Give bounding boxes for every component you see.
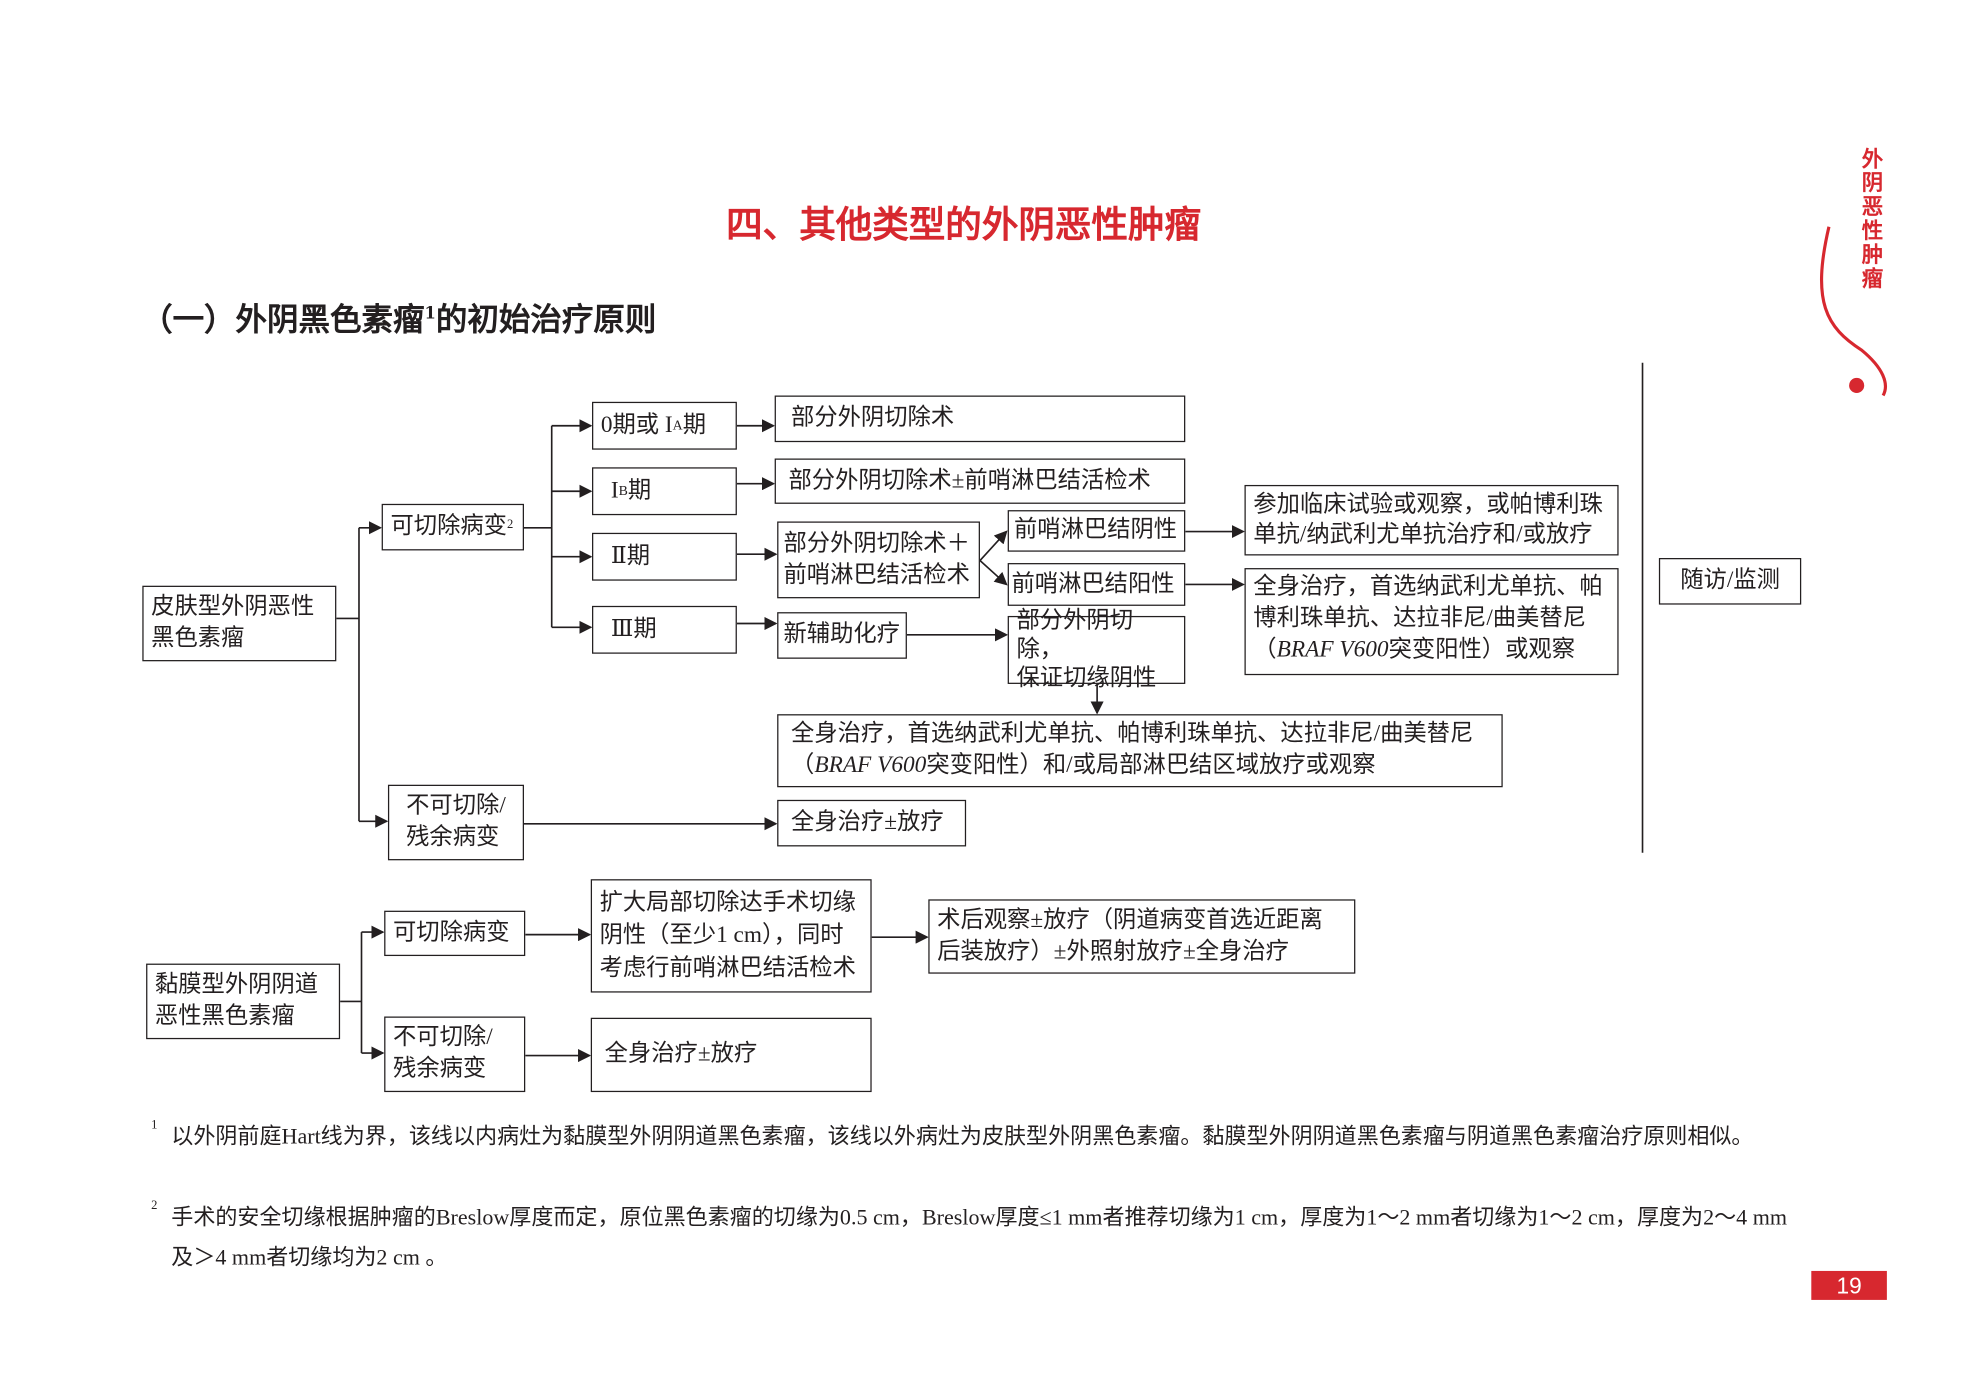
page-number: 19 xyxy=(1811,1270,1887,1300)
wide-local-excision-box: 扩大局部切除达手术切缘 阴性（至少1 cm），同时 考虑行前哨淋巴结活检术 xyxy=(590,879,872,993)
stage-II-box: Ⅱ期 xyxy=(592,532,737,581)
page-title: 四、其他类型的外阴恶性肿瘤 xyxy=(726,202,1202,246)
red-dot-decoration xyxy=(1849,377,1865,393)
sln-positive-box: 前哨淋巴结阳性 xyxy=(1007,563,1186,606)
mucosal-melanoma-box: 黏膜型外阴阴道 恶性黑色素瘤 xyxy=(146,963,341,1040)
side-chapter-tab: 外阴恶性肿瘤 xyxy=(1861,147,1884,293)
followup-box: 随访/监测 xyxy=(1658,558,1802,605)
footnote-ref: 1 xyxy=(424,304,436,324)
tx-unresectable-box: 全身治疗±放疗 xyxy=(777,799,967,847)
neoadjuvant-chemo-box: 新辅助化疗 xyxy=(777,612,907,659)
mucosal-unresectable-box: 不可切除/ 残余病变 xyxy=(384,1016,526,1093)
tx-sln-negative-box: 参加临床试验或观察，或帕博利珠 单抗/纳武利尤单抗治疗和/或放疗 xyxy=(1244,484,1619,556)
cutaneous-melanoma-box: 皮肤型外阴恶性 黑色素瘤 xyxy=(142,585,337,662)
heading-text: 的初始治疗原则 xyxy=(435,301,657,338)
section-heading: （一）外阴黑色素瘤1的初始治疗原则 xyxy=(141,295,656,340)
postop-tx-box: 术后观察±放疗（阴道病变首选近距离 后装放疗）±外照射放疗±全身治疗 xyxy=(928,899,1356,974)
mucosal-resectable-box: 可切除病变 xyxy=(384,910,526,957)
stage-III-box: Ⅲ期 xyxy=(592,605,737,654)
footnote-ref: 2 xyxy=(507,517,514,532)
tx-after-excision-box: 全身治疗，首选纳武利尤单抗、帕博利珠单抗、达拉非尼/曲美替尼 （BRAF V60… xyxy=(777,714,1503,788)
unresectable-lesion-box: 不可切除/ 残余病变 xyxy=(387,784,524,861)
heading-text: （一）外阴黑色素瘤 xyxy=(141,301,425,338)
tx-stageIB-box: 部分外阴切除术±前哨淋巴结活检术 xyxy=(774,458,1186,504)
red-curve-decoration xyxy=(1820,226,1887,397)
tx-sln-positive-box: 全身治疗，首选纳武利尤单抗、帕 博利珠单抗、达拉非尼/曲美替尼 （BRAF V6… xyxy=(1244,568,1619,676)
sln-negative-box: 前哨淋巴结阴性 xyxy=(1007,510,1186,552)
partial-excision-box: 部分外阴切除， 保证切缘阴性 xyxy=(1007,608,1186,691)
mucosal-systemic-tx-box: 全身治疗±放疗 xyxy=(590,1017,872,1093)
tx-stage0-box: 部分外阴切除术 xyxy=(774,395,1186,443)
box-label: 可切除病变 xyxy=(390,513,508,540)
tx-stageII-box: 部分外阴切除术＋ 前哨淋巴结活检术 xyxy=(777,521,980,599)
